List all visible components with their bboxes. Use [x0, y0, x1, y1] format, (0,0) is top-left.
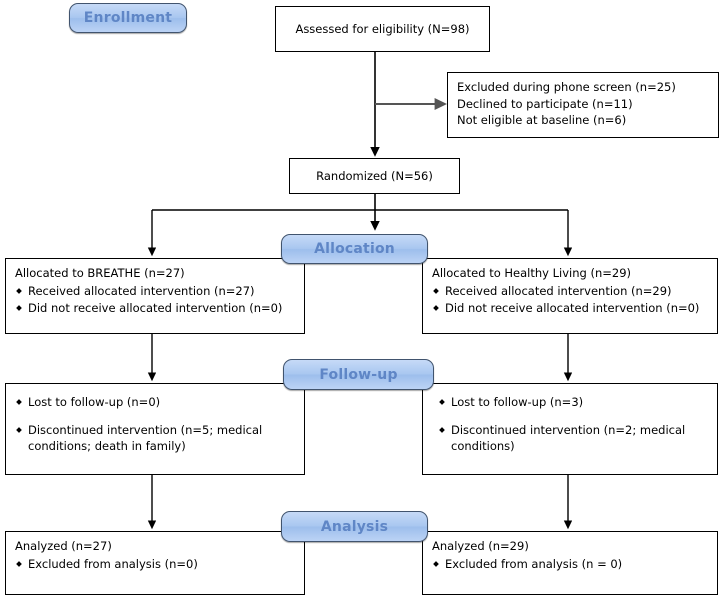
node-allocation-left-bullet-2-text: Did not receive allocated intervention (… [28, 301, 283, 316]
node-analysis-right[interactable]: Analyzed (n=29) Excluded from analysis (… [422, 531, 718, 595]
diamond-bullet-icon [433, 287, 439, 294]
node-assessed-text: Assessed for eligibility (N=98) [295, 21, 470, 36]
node-assessed-for-eligibility[interactable]: Assessed for eligibility (N=98) [275, 6, 490, 52]
node-allocation-right-heading: Allocated to Healthy Living (n=29) [432, 266, 632, 280]
node-allocation-right[interactable]: Allocated to Healthy Living (n=29) Recei… [422, 258, 718, 334]
diamond-bullet-icon [433, 560, 439, 567]
node-excluded-line-3: Not eligible at baseline (n=6) [457, 113, 627, 128]
diamond-bullet-icon [439, 426, 445, 433]
node-analysis-left-bullet-1-text: Excluded from analysis (n=0) [28, 556, 198, 571]
node-randomized-text: Randomized (N=56) [316, 168, 433, 183]
node-excluded[interactable]: Excluded during phone screen (n=25) Decl… [447, 72, 719, 138]
diamond-bullet-icon [433, 305, 439, 312]
stage-badge-allocation[interactable]: Allocation [281, 234, 428, 264]
node-followup-left-bullet-2-line-1: Discontinued intervention (n=5; medical [28, 422, 263, 437]
node-followup-right-bullet-2: Discontinued intervention (n=2; medical … [438, 422, 708, 455]
node-excluded-line-2: Declined to participate (n=11) [457, 96, 633, 111]
node-analysis-left-bullet-1: Excluded from analysis (n=0) [15, 556, 295, 573]
node-randomized[interactable]: Randomized (N=56) [289, 158, 460, 194]
stage-badge-allocation-label: Allocation [314, 241, 395, 257]
node-followup-left[interactable]: Lost to follow-up (n=0) Discontinued int… [5, 383, 305, 475]
stage-badge-followup-label: Follow-up [319, 366, 398, 383]
stage-badge-enrollment-label: Enrollment [83, 10, 173, 26]
node-followup-right-bullet-1: Lost to follow-up (n=3) [438, 394, 708, 411]
node-analysis-right-heading: Analyzed (n=29) [432, 539, 529, 553]
node-analysis-right-bullet-1: Excluded from analysis (n = 0) [432, 556, 708, 573]
node-analysis-right-bullet-1-text: Excluded from analysis (n = 0) [445, 556, 623, 571]
node-allocation-left-bullet-2: Did not receive allocated intervention (… [15, 300, 295, 317]
node-followup-left-bullet-1-text: Lost to follow-up (n=0) [28, 395, 161, 409]
diamond-bullet-icon [16, 560, 22, 567]
stage-badge-analysis-label: Analysis [320, 518, 389, 535]
node-analysis-left[interactable]: Analyzed (n=27) Excluded from analysis (… [5, 531, 305, 595]
node-allocation-right-bullet-2-text: Did not receive allocated intervention (… [445, 301, 700, 316]
node-followup-left-bullet-1: Lost to follow-up (n=0) [15, 394, 295, 411]
node-allocation-right-bullet-1-text: Received allocated intervention (n=29) [445, 283, 672, 298]
node-allocation-right-bullet-2: Did not receive allocated intervention (… [432, 300, 708, 317]
stage-badge-analysis[interactable]: Analysis [281, 511, 428, 542]
stage-badge-enrollment[interactable]: Enrollment [69, 3, 187, 33]
diamond-bullet-icon [16, 399, 22, 405]
node-allocation-left-heading: Allocated to BREATHE (n=27) [15, 266, 185, 280]
node-followup-left-bullet-2: Discontinued intervention (n=5; medical … [15, 422, 295, 455]
diamond-bullet-icon [16, 305, 22, 312]
node-followup-left-bullet-2-line-2: conditions; death in family) [28, 439, 186, 454]
node-allocation-left[interactable]: Allocated to BREATHE (n=27) Received all… [5, 258, 305, 334]
node-followup-right[interactable]: Lost to follow-up (n=3) Discontinued int… [422, 383, 718, 475]
node-followup-right-bullet-2-line-2: conditions) [451, 439, 515, 454]
node-allocation-left-bullet-1: Received allocated intervention (n=27) [15, 283, 295, 300]
node-followup-right-bullet-1-text: Lost to follow-up (n=3) [451, 395, 584, 409]
stage-badge-followup[interactable]: Follow-up [283, 359, 434, 390]
node-allocation-right-bullet-1: Received allocated intervention (n=29) [432, 283, 708, 300]
node-allocation-left-bullet-1-text: Received allocated intervention (n=27) [28, 283, 255, 298]
diamond-bullet-icon [16, 426, 22, 433]
node-excluded-line-1: Excluded during phone screen (n=25) [457, 80, 676, 94]
diamond-bullet-icon [439, 399, 445, 405]
node-followup-right-bullet-2-line-1: Discontinued intervention (n=2; medical [451, 422, 686, 437]
node-analysis-left-heading: Analyzed (n=27) [15, 539, 112, 553]
diamond-bullet-icon [16, 287, 22, 294]
